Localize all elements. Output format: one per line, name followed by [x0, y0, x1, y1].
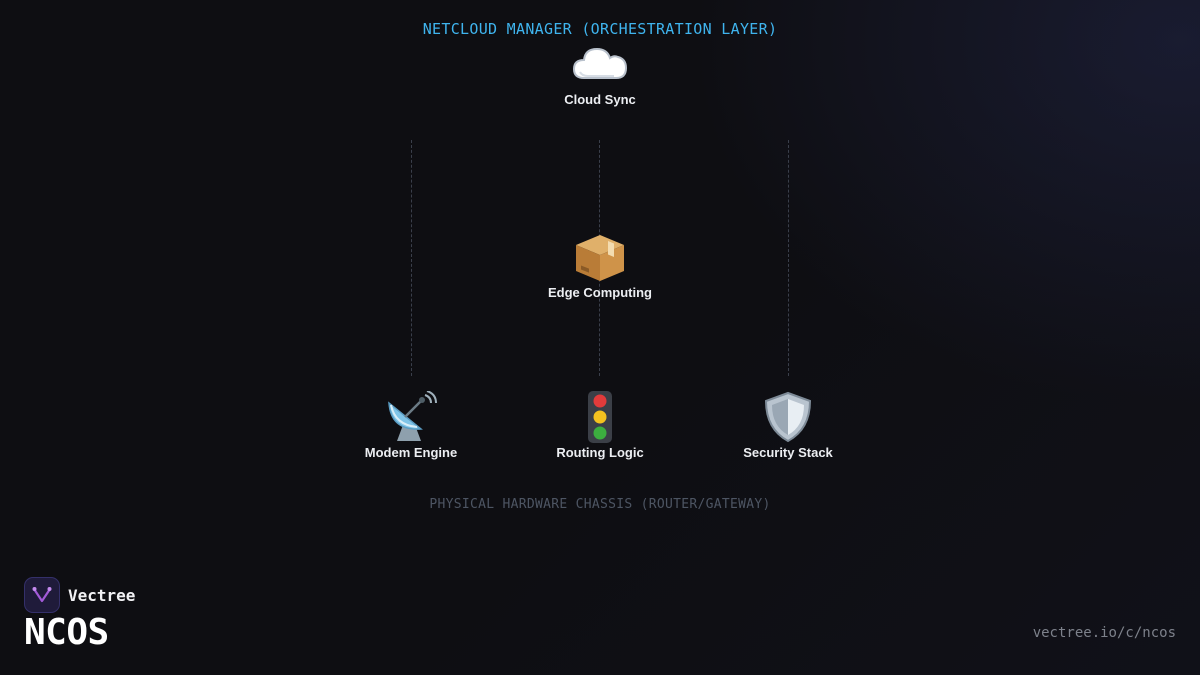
source-url: vectree.io/c/ncos — [1032, 625, 1176, 641]
brand-block: Vectree — [24, 577, 135, 613]
node-label: Security Stack — [743, 445, 833, 460]
traffic-light-icon — [500, 391, 700, 443]
node-label: Modem Engine — [364, 445, 458, 460]
node-routing-logic: Routing Logic — [500, 391, 700, 460]
node-label: Edge Computing — [548, 285, 652, 300]
node-label: Cloud Sync — [564, 92, 636, 107]
connector-line-left — [411, 140, 412, 376]
node-cloud-sync: Cloud Sync — [500, 38, 700, 107]
connector-line-right — [788, 140, 789, 376]
shield-icon — [688, 391, 888, 443]
orchestration-layer-label: NETCLOUD MANAGER (ORCHESTRATION LAYER) — [422, 20, 778, 38]
node-label: Routing Logic — [556, 445, 644, 460]
cloud-icon — [500, 38, 700, 90]
node-security-stack: Security Stack — [688, 391, 888, 460]
satellite-antenna-icon — [311, 391, 511, 443]
node-modem-engine: Modem Engine — [311, 391, 511, 460]
brand-name: Vectree — [68, 585, 136, 605]
product-title: NCOS — [24, 612, 109, 653]
hardware-layer-label: PHYSICAL HARDWARE CHASSIS (ROUTER/GATEWA… — [429, 497, 771, 512]
node-edge-computing: Edge Computing — [500, 231, 700, 300]
package-icon — [500, 231, 700, 283]
vectree-logo-icon — [24, 577, 60, 613]
